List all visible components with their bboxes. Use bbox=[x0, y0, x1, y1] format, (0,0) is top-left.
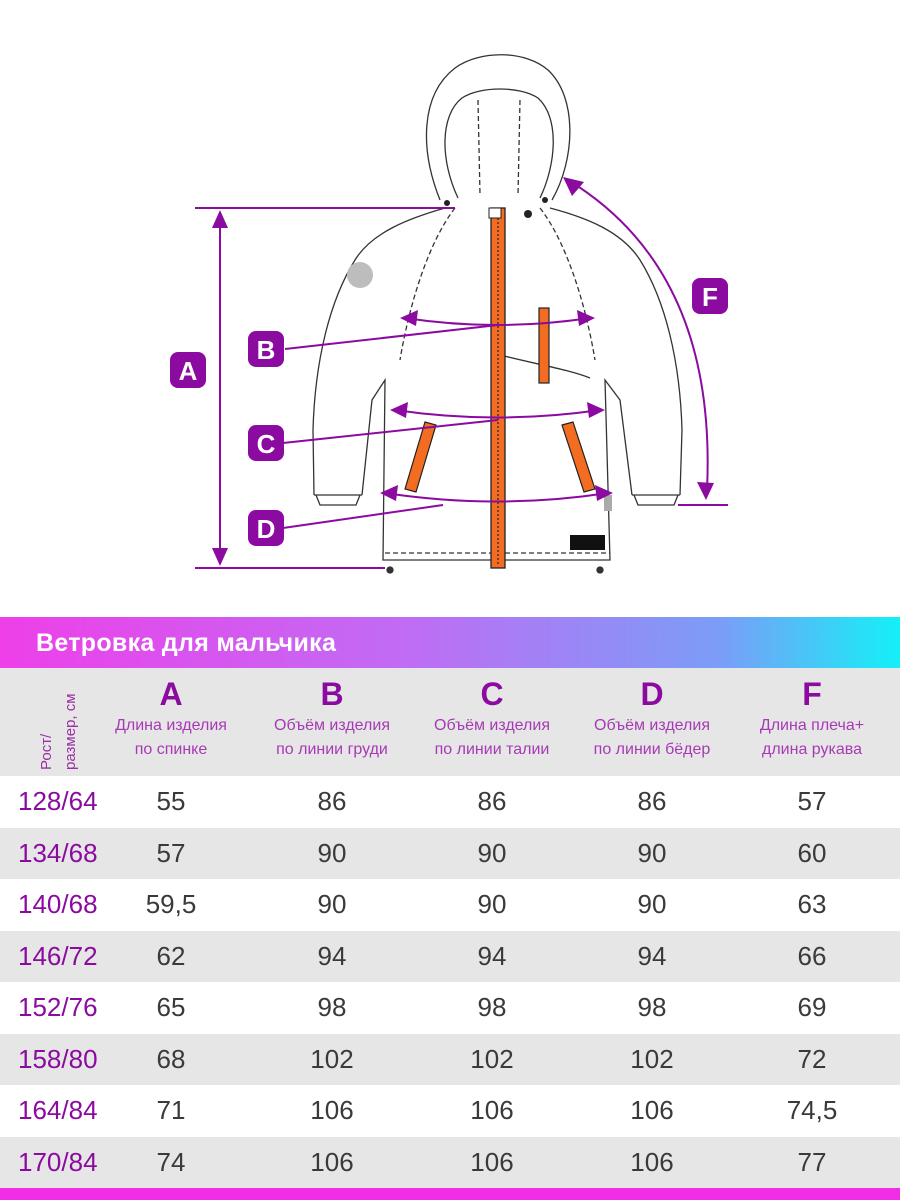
cell-a: 68 bbox=[156, 1043, 186, 1074]
svg-text:A: A bbox=[179, 356, 198, 386]
cell-c: 86 bbox=[477, 786, 507, 816]
cell-a: 74 bbox=[156, 1146, 186, 1177]
cell-d: 90 bbox=[637, 889, 667, 919]
cell-d: 102 bbox=[630, 1043, 674, 1074]
bottom-accent-bar bbox=[0, 1188, 900, 1200]
hood-outline bbox=[425, 54, 571, 201]
cell-b: 106 bbox=[310, 1146, 354, 1177]
size-cell: 128/64 bbox=[18, 786, 98, 816]
size-header-line1: Рост/ bbox=[38, 733, 55, 770]
cell-a: 62 bbox=[156, 940, 186, 971]
page-title: Ветровка для мальчика bbox=[36, 629, 337, 657]
size-cell: 164/84 bbox=[18, 1095, 98, 1125]
table-header: Рост/ размер, см A Длина изделия по спин… bbox=[0, 668, 900, 776]
size-cell: 170/84 bbox=[18, 1146, 98, 1177]
cell-c: 106 bbox=[470, 1146, 514, 1177]
label-d: D bbox=[248, 510, 284, 546]
header-col-b: B Объём изделия по линии груди bbox=[274, 676, 390, 758]
cell-a: 55 bbox=[156, 786, 186, 816]
size-cell: 140/68 bbox=[18, 889, 98, 919]
cell-d: 106 bbox=[630, 1095, 674, 1125]
cell-f: 60 bbox=[797, 837, 827, 868]
size-header-line2: размер, см bbox=[62, 693, 79, 770]
cell-b: 94 bbox=[317, 940, 347, 971]
cell-a: 57 bbox=[156, 837, 186, 868]
size-cell: 134/68 bbox=[18, 837, 98, 868]
cell-d: 98 bbox=[637, 992, 667, 1022]
size-cell: 152/76 bbox=[18, 992, 98, 1022]
table-row: 164/84 71 106 106 106 74,5 bbox=[0, 1085, 900, 1137]
table-row: 128/64 55 86 86 86 57 bbox=[0, 776, 900, 828]
cell-f: 69 bbox=[797, 992, 827, 1022]
header-col-f: F Длина плеча+ длина рукава bbox=[759, 676, 865, 758]
cell-b: 98 bbox=[317, 992, 347, 1022]
chest-zipper bbox=[538, 307, 550, 384]
hood-inner bbox=[444, 88, 554, 199]
table-row: 140/68 59,5 90 90 90 63 bbox=[0, 879, 900, 931]
table-row: 170/84 74 106 106 106 77 bbox=[0, 1136, 900, 1188]
pocket-zipper-left bbox=[404, 421, 437, 493]
cell-c: 90 bbox=[477, 889, 507, 919]
cell-b: 90 bbox=[317, 837, 347, 868]
cell-f: 77 bbox=[797, 1146, 827, 1177]
size-cell: 146/72 bbox=[18, 940, 98, 971]
size-cell: 158/80 bbox=[18, 1043, 98, 1074]
svg-text:F: F bbox=[702, 282, 718, 312]
table-row: 134/68 57 90 90 90 60 bbox=[0, 827, 900, 879]
label-c: C bbox=[248, 425, 284, 461]
svg-text:D: D bbox=[257, 514, 276, 544]
cell-a: 71 bbox=[156, 1095, 186, 1125]
pocket-zipper-right bbox=[561, 421, 596, 493]
cell-f: 72 bbox=[797, 1043, 827, 1074]
cell-b: 86 bbox=[317, 786, 347, 816]
label-f: F bbox=[692, 278, 728, 314]
cell-b: 106 bbox=[310, 1095, 354, 1125]
table-row: 146/72 62 94 94 94 66 bbox=[0, 930, 900, 982]
table-row: 152/76 65 98 98 98 69 bbox=[0, 982, 900, 1034]
jacket-diagram: A B C D F bbox=[170, 54, 728, 574]
cell-d: 86 bbox=[637, 786, 667, 816]
brand-tag bbox=[570, 535, 605, 550]
cell-c: 90 bbox=[477, 837, 507, 868]
title-bar: Ветровка для мальчика bbox=[0, 617, 900, 668]
cell-c: 94 bbox=[477, 940, 507, 971]
cell-a: 59,5 bbox=[145, 889, 197, 919]
cell-b: 102 bbox=[310, 1043, 354, 1074]
table-row: 158/80 68 102 102 102 72 bbox=[0, 1033, 900, 1085]
size-column-header: Рост/ размер, см bbox=[10, 678, 86, 770]
cell-c: 106 bbox=[470, 1095, 514, 1125]
label-b: B bbox=[248, 331, 284, 367]
header-col-a: A Длина изделия по спинке bbox=[115, 676, 227, 758]
cell-a: 65 bbox=[156, 992, 186, 1022]
cell-f: 66 bbox=[797, 940, 827, 971]
cell-c: 102 bbox=[470, 1043, 514, 1074]
svg-text:C: C bbox=[257, 429, 276, 459]
cell-c: 98 bbox=[477, 992, 507, 1022]
header-col-d: D Объём изделия по линии бёдер bbox=[593, 676, 711, 758]
cell-d: 106 bbox=[630, 1146, 674, 1177]
size-table: Рост/ размер, см A Длина изделия по спин… bbox=[0, 668, 900, 1188]
cell-f: 74,5 bbox=[786, 1095, 838, 1125]
cell-d: 90 bbox=[637, 837, 667, 868]
cell-f: 63 bbox=[797, 889, 827, 919]
svg-text:B: B bbox=[257, 335, 276, 365]
drawstring-icon bbox=[444, 197, 548, 218]
sleeve-patch bbox=[347, 262, 373, 288]
cell-b: 90 bbox=[317, 889, 347, 919]
cell-f: 57 bbox=[797, 786, 827, 816]
header-col-c: C Объём изделия по линии талии bbox=[434, 676, 550, 758]
label-a: A bbox=[170, 352, 206, 388]
cell-d: 94 bbox=[637, 940, 667, 971]
